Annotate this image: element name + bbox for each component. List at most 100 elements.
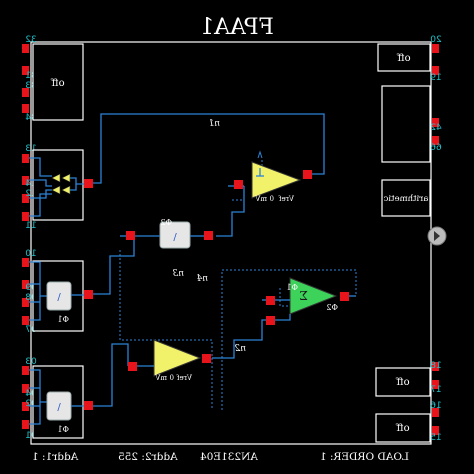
- pin-label-04: 04: [25, 389, 37, 399]
- input-top-output-pin[interactable]: [84, 179, 93, 188]
- svg-text:/: /: [57, 292, 61, 303]
- chevron-right-icon: [434, 231, 440, 241]
- input-bottom-output-pin[interactable]: [84, 401, 93, 410]
- pin-02[interactable]: [22, 402, 29, 411]
- arithmetic-box[interactable]: [381, 179, 431, 217]
- opamp-bottom[interactable]: [153, 339, 202, 377]
- pin-label-11: 11: [25, 221, 36, 231]
- off-box-right-top[interactable]: [377, 43, 431, 72]
- pin-04[interactable]: [22, 384, 29, 393]
- pin-label-32: 32: [25, 35, 36, 45]
- pin-label-42: 42: [430, 123, 441, 133]
- status-addr2: Addr2: 255: [118, 451, 179, 463]
- pin-03[interactable]: [22, 366, 29, 375]
- net-label-n3: n3: [172, 269, 184, 279]
- phi-label-bottom: Φ1: [57, 425, 69, 434]
- pin-15[interactable]: [432, 426, 439, 435]
- net-label-n1: n1: [208, 119, 220, 129]
- pin-08[interactable]: [22, 298, 29, 307]
- opamp-bottom-mv: mV: [154, 374, 167, 382]
- scroll-right-button[interactable]: [427, 226, 447, 246]
- chip-outline: [30, 41, 432, 445]
- pin-01[interactable]: [22, 420, 29, 429]
- pin-label-12: 12: [25, 189, 36, 199]
- opamp-bottom-vref: Vref: [175, 374, 193, 382]
- sum-in1-pin[interactable]: [266, 296, 275, 305]
- off-label-right-bottom1: off: [396, 377, 410, 388]
- off-box-right-bottom1[interactable]: [375, 367, 431, 397]
- off-label-right-top: off: [397, 53, 411, 64]
- pin-07[interactable]: [22, 316, 29, 325]
- opamp-top[interactable]: [251, 150, 302, 199]
- phi-label-mid: Φ1: [57, 315, 69, 324]
- svg-text:/: /: [57, 402, 61, 413]
- pin-66[interactable]: [432, 136, 439, 145]
- pin-10[interactable]: [22, 258, 29, 267]
- pin-20[interactable]: [432, 44, 439, 53]
- net-wires: [93, 113, 356, 407]
- net-label-n4: n4: [196, 274, 208, 284]
- pin-label-10: 10: [25, 249, 37, 259]
- switch-mid-phi: Φ2: [160, 218, 172, 227]
- sum-out-pin[interactable]: [340, 292, 349, 301]
- input-block-top[interactable]: [32, 149, 84, 221]
- opamp-top-in-pin[interactable]: [234, 180, 243, 189]
- switch-block-mid[interactable]: /: [159, 221, 191, 249]
- off-box-left-top[interactable]: [32, 43, 84, 121]
- sum-phi2: Φ2: [326, 303, 338, 312]
- pin-label-14: 14: [25, 179, 37, 189]
- pin-09[interactable]: [22, 280, 29, 289]
- pin-11[interactable]: [22, 212, 29, 221]
- pin-42[interactable]: [432, 118, 439, 127]
- pin-label-33: 33: [25, 81, 36, 91]
- off-label-left-top: off: [51, 78, 65, 89]
- input-mid-output-pin[interactable]: [84, 290, 93, 299]
- opamp-top-mv: mV: [254, 195, 267, 203]
- pin-13[interactable]: [22, 154, 29, 163]
- switch-cap-bottom[interactable]: /: [46, 391, 72, 421]
- pin-34[interactable]: [22, 104, 29, 113]
- input-bottom-routing: [29, 369, 48, 425]
- sum-block[interactable]: [289, 277, 338, 315]
- pin-label-34: 34: [25, 113, 37, 123]
- switch-cap-mid[interactable]: /: [46, 281, 72, 311]
- pin-18[interactable]: [432, 362, 439, 371]
- switch-mid-in-pin[interactable]: [126, 231, 135, 240]
- status-chip: AN231E04: [200, 451, 259, 463]
- sum-in2-pin[interactable]: [266, 316, 275, 325]
- switch-mid-out-pin[interactable]: [204, 231, 213, 240]
- svg-text:/: /: [173, 232, 177, 243]
- pin-19[interactable]: [432, 66, 439, 75]
- pin-32[interactable]: [22, 44, 29, 53]
- net-label-n2: n2: [234, 344, 246, 354]
- pin-label-02: 02: [25, 399, 36, 409]
- chip-title: FPAA1: [200, 15, 274, 40]
- status-addr1: Addr1: 1: [32, 451, 79, 463]
- opamp-bottom-out-pin[interactable]: [202, 354, 211, 363]
- pin-33[interactable]: [22, 88, 29, 97]
- pin-label-17: 17: [430, 385, 441, 395]
- off-label-right-bottom2: off: [396, 423, 410, 434]
- sum-sigma: Σ: [300, 289, 308, 303]
- pin-17[interactable]: [432, 380, 439, 389]
- opamp-top-vref: Vref: [277, 195, 295, 203]
- pin-label-66: 66: [430, 143, 442, 153]
- pin-label-07: 07: [25, 325, 36, 335]
- opamp-top-zero: 0: [270, 195, 274, 203]
- arithmetic-label: arithmetic: [383, 194, 428, 204]
- pin-label-15: 15: [430, 433, 441, 443]
- pin-31[interactable]: [22, 66, 29, 75]
- off-box-right-bottom2[interactable]: [375, 413, 431, 443]
- pin-14[interactable]: [22, 176, 29, 185]
- pin-label-13: 13: [25, 144, 36, 154]
- opamp-top-out-pin[interactable]: [303, 170, 312, 179]
- pin-label-19: 19: [430, 73, 442, 83]
- pin-12[interactable]: [22, 194, 29, 203]
- pin-label-01: 01: [25, 431, 36, 441]
- right-empty-box[interactable]: [381, 85, 431, 163]
- pin-label-09: 09: [25, 283, 37, 293]
- pin-label-03: 03: [25, 357, 36, 367]
- pin-16[interactable]: [432, 408, 439, 417]
- opamp-bottom-in-pin[interactable]: [128, 362, 137, 371]
